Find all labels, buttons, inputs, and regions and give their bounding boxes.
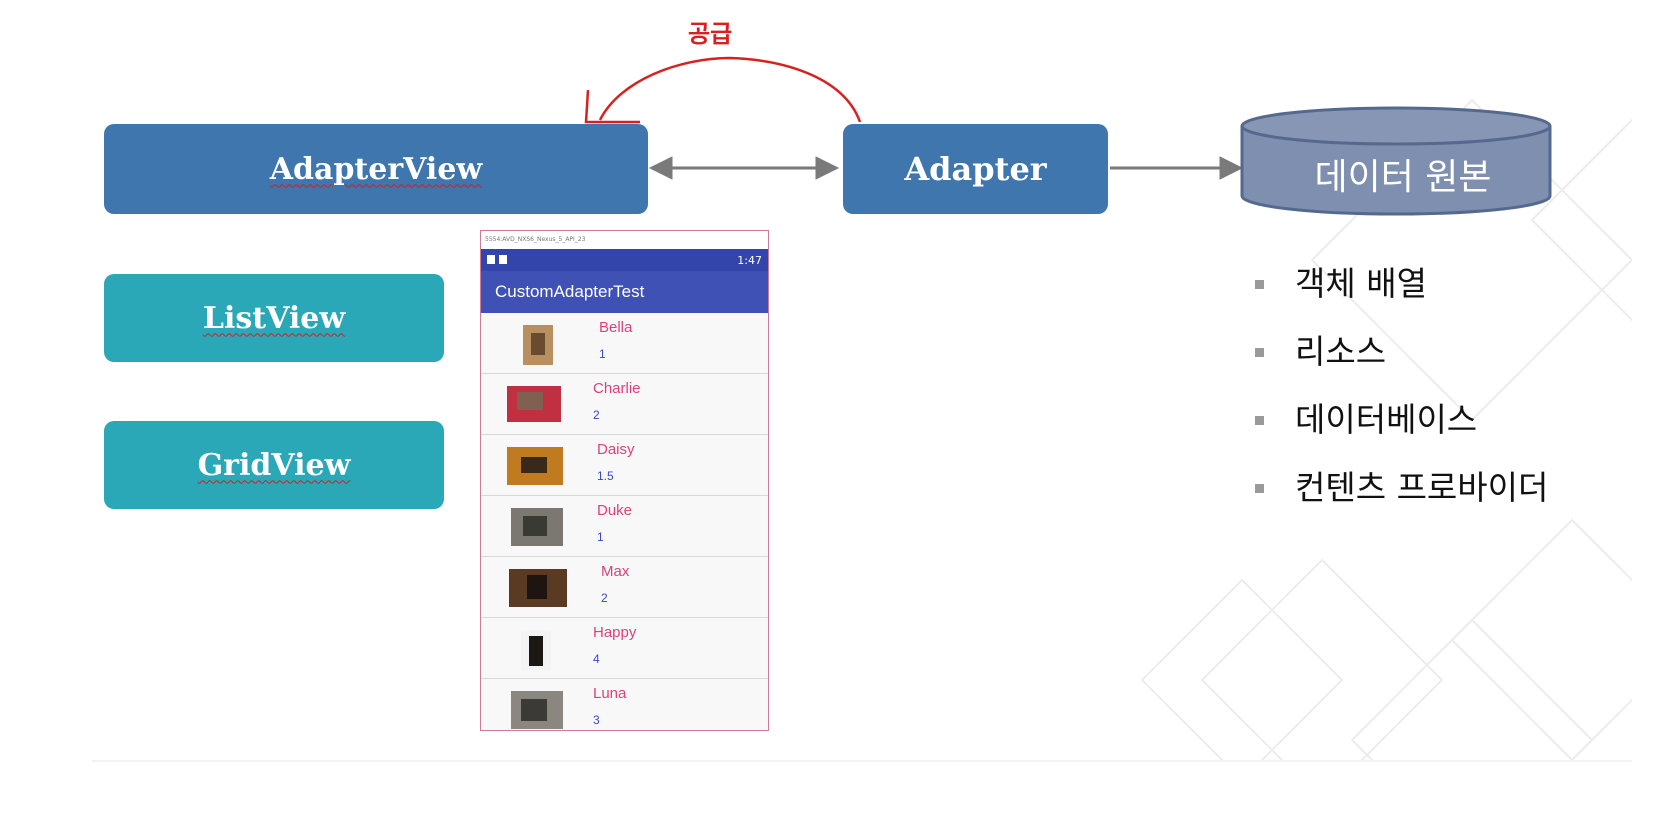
slide-bottom-border [92, 760, 1632, 762]
item-value: 3 [593, 713, 600, 727]
list-item: 데이터베이스 [1255, 398, 1548, 466]
item-value: 1 [599, 347, 606, 361]
adapter-box: Adapter [843, 124, 1108, 214]
bullet-marker [1255, 416, 1264, 425]
dog-photo [521, 630, 551, 670]
dog-photo [523, 325, 553, 365]
source-arrowhead [1219, 156, 1244, 180]
item-value: 1 [597, 530, 604, 544]
item-name: Charlie [593, 380, 641, 397]
gridview-box: GridView [104, 421, 444, 509]
data-source-label: 데이터 원본 [1314, 157, 1492, 198]
dog-photo [507, 386, 561, 422]
notification-icons [487, 254, 511, 267]
dog-photo [507, 447, 563, 485]
dog-photo [509, 569, 567, 607]
bullet-marker [1255, 280, 1264, 289]
status-time: 1:47 [737, 253, 762, 267]
list-row[interactable]: Luna 3 [481, 679, 768, 730]
bullet-marker [1255, 348, 1264, 357]
gridview-label: GridView [197, 447, 351, 483]
phone-screenshot: 5554:AVD_NXS6_Nexus_5_API_23 1:47 Custom… [480, 230, 769, 731]
supply-annotation-label: 공급 [688, 20, 733, 48]
listview-label: ListView [202, 300, 346, 336]
item-value: 1.5 [597, 469, 614, 483]
item-name: Daisy [597, 441, 635, 458]
item-value: 4 [593, 652, 600, 666]
item-value: 2 [593, 408, 600, 422]
listview-box: ListView [104, 274, 444, 362]
data-source-types-list: 객체 배열 리소스 데이터베이스 컨텐츠 프로바이더 [1255, 262, 1548, 534]
adapter-label: Adapter [904, 150, 1047, 188]
item-name: Duke [597, 502, 633, 519]
adapterview-label: AdapterView [269, 151, 483, 187]
right-arrowhead [815, 156, 840, 180]
list-item: 컨텐츠 프로바이더 [1255, 466, 1548, 534]
list-row[interactable]: Max 2 [481, 557, 768, 618]
status-bar: 1:47 [481, 249, 768, 271]
dog-photo [511, 691, 563, 729]
list-row[interactable]: Duke 1 [481, 496, 768, 557]
adapterview-box: AdapterView [104, 124, 648, 214]
list-row[interactable]: Happy 4 [481, 618, 768, 679]
dog-list: Bella 1 Charlie 2 Daisy 1.5 Duke 1 Max 2… [481, 313, 768, 730]
list-row[interactable]: Daisy 1.5 [481, 435, 768, 496]
item-name: Bella [599, 319, 633, 336]
app-title: CustomAdapterTest [481, 271, 768, 313]
list-row[interactable]: Bella 1 [481, 313, 768, 374]
data-source-cylinder [1240, 106, 1552, 216]
list-item: 객체 배열 [1255, 262, 1548, 330]
dog-photo [511, 508, 563, 546]
list-item: 리소스 [1255, 330, 1548, 398]
item-name: Happy [593, 624, 637, 641]
list-row[interactable]: Charlie 2 [481, 374, 768, 435]
item-value: 2 [601, 591, 608, 605]
left-arrowhead [648, 156, 673, 180]
bullet-marker [1255, 484, 1264, 493]
item-name: Max [601, 563, 630, 580]
item-name: Luna [593, 685, 627, 702]
emulator-title: 5554:AVD_NXS6_Nexus_5_API_23 [485, 236, 586, 243]
